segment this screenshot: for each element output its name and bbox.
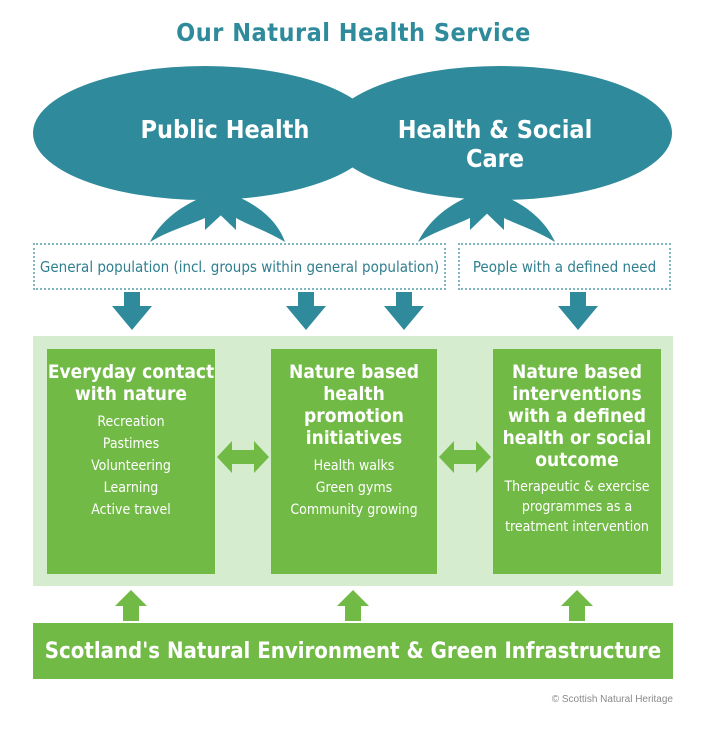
upward-curved-arrows [150,180,555,242]
down-arrow-4 [558,292,598,330]
natural-environment-bar: Scotland's Natural Environment & Green I… [33,623,673,679]
interventions-box: Nature based interventions with a define… [493,349,661,574]
double-arrow-right [439,441,491,473]
natural-environment-label: Scotland's Natural Environment & Green I… [44,638,662,664]
list-item: Pastimes [102,436,160,452]
curved-arrow-up-left-1 [150,180,232,242]
list-item: Recreation [97,414,165,430]
health-promotion-heading: Nature based health promotion initiative… [289,361,419,449]
everyday-contact-heading: Everyday contact with nature [47,361,215,405]
curved-arrow-up-right-2 [478,180,555,242]
defined-need-box: People with a defined need [458,243,671,290]
double-arrow-left [217,441,269,473]
list-item: Volunteering [91,458,171,474]
up-arrow-1 [115,590,147,621]
list-item: Community growing [290,502,418,518]
health-social-care-label: Health & Social Care [397,115,593,173]
curved-arrow-up-left-2 [210,180,285,242]
list-item: Learning [103,480,159,496]
curved-arrow-up-right-1 [418,180,496,242]
defined-need-label: People with a defined need [472,257,657,276]
up-arrow-3 [561,590,593,621]
list-item: Health walks [313,458,395,474]
interventions-heading: Nature based interventions with a define… [502,361,652,471]
diagram-title: Our Natural Health Service [176,18,531,47]
health-social-care-ellipse [328,66,672,200]
copyright-credit: © Scottish Natural Heritage [551,694,673,705]
down-arrow-2 [286,292,326,330]
up-arrow-2 [337,590,369,621]
downward-arrows [112,292,598,330]
list-item: Therapeutic & exercise programmes as a t… [504,479,650,535]
general-population-box: General population (incl. groups within … [33,243,446,290]
public-health-label: Public Health [140,115,310,144]
list-item: Active travel [91,502,171,518]
general-population-label: General population (incl. groups within … [39,257,440,276]
down-arrow-3 [384,292,424,330]
health-promotion-box: Nature based health promotion initiative… [271,349,437,574]
list-item: Green gyms [315,480,393,496]
down-arrow-1 [112,292,152,330]
public-health-ellipse [33,66,377,200]
everyday-contact-box: Everyday contact with nature Recreation … [47,349,215,574]
